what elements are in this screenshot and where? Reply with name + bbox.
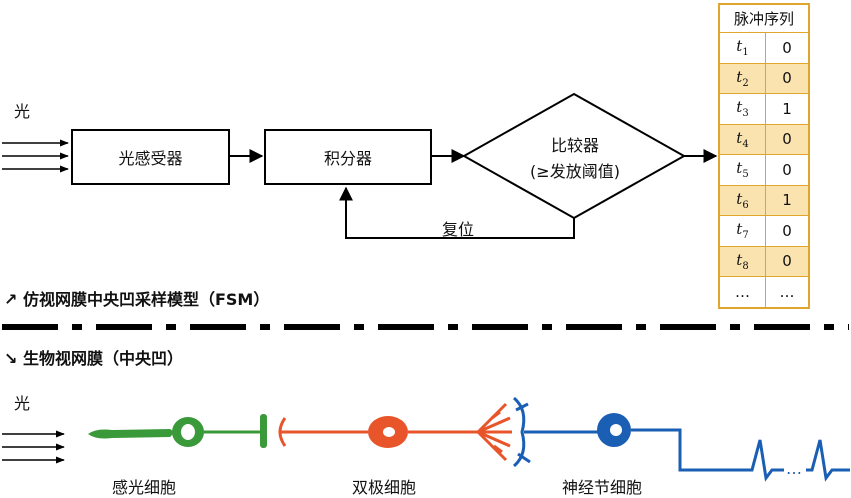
pulse-time-cell: t4 <box>718 123 766 155</box>
photoreceptor-cell <box>88 414 267 448</box>
integrator-box-label: 积分器 <box>323 149 372 168</box>
photoreceptor-cell-label: 感光细胞 <box>112 478 177 497</box>
pulse-value-cell: 0 <box>765 215 810 247</box>
pulse-value-cell: 0 <box>765 62 810 94</box>
pulse-value-cell: 0 <box>765 123 810 155</box>
pulse-time-cell: … <box>718 276 766 308</box>
pulse-value-cell: 0 <box>765 154 810 186</box>
pulse-time-cell: t5 <box>718 154 766 186</box>
pulse-time-cell: t1 <box>718 32 766 64</box>
bipolar-cell <box>278 402 512 462</box>
spike-ellipsis: … <box>786 459 802 478</box>
light-arrows-bottom <box>2 430 65 464</box>
retina-caption: ↘ 生物视网膜（中央凹） <box>4 349 183 368</box>
pulse-time-cell: t2 <box>718 62 766 94</box>
fsm-caption: ↗ 仿视网膜中央凹采样模型（FSM） <box>4 290 270 309</box>
comparator-label-line2: (≥发放阈值) <box>530 162 620 181</box>
photoreceptor-box: 光感受器 <box>71 129 230 185</box>
pulse-time-cell: t3 <box>718 93 766 125</box>
comparator-diamond <box>461 92 687 220</box>
pulse-value-cell: 1 <box>765 184 810 216</box>
light-label-top: 光 <box>14 102 31 121</box>
pulse-time-cell: t6 <box>718 184 766 216</box>
photoreceptor-box-label: 光感受器 <box>118 149 183 168</box>
reset-label: 复位 <box>442 220 475 239</box>
pulse-time-cell: t8 <box>718 245 766 277</box>
ganglion-cell-label: 神经节细胞 <box>562 478 643 497</box>
bipolar-cell-label: 双极细胞 <box>352 478 417 497</box>
pulse-time-cell: t7 <box>718 215 766 247</box>
pulse-value-cell: 1 <box>765 93 810 125</box>
integrator-box: 积分器 <box>264 129 432 185</box>
pulse-value-cell: … <box>765 276 810 308</box>
comparator-label-line1: 比较器 <box>550 136 599 155</box>
ganglion-cell <box>512 396 850 482</box>
pulse-table-header: 脉冲序列 <box>718 3 810 33</box>
pulse-row: …… <box>718 276 810 308</box>
pulse-value-cell: 0 <box>765 32 810 64</box>
reset-feedback-line <box>339 186 575 239</box>
pulse-value-cell: 0 <box>765 245 810 277</box>
light-arrows-top <box>2 139 69 173</box>
light-label-bottom: 光 <box>14 394 31 413</box>
